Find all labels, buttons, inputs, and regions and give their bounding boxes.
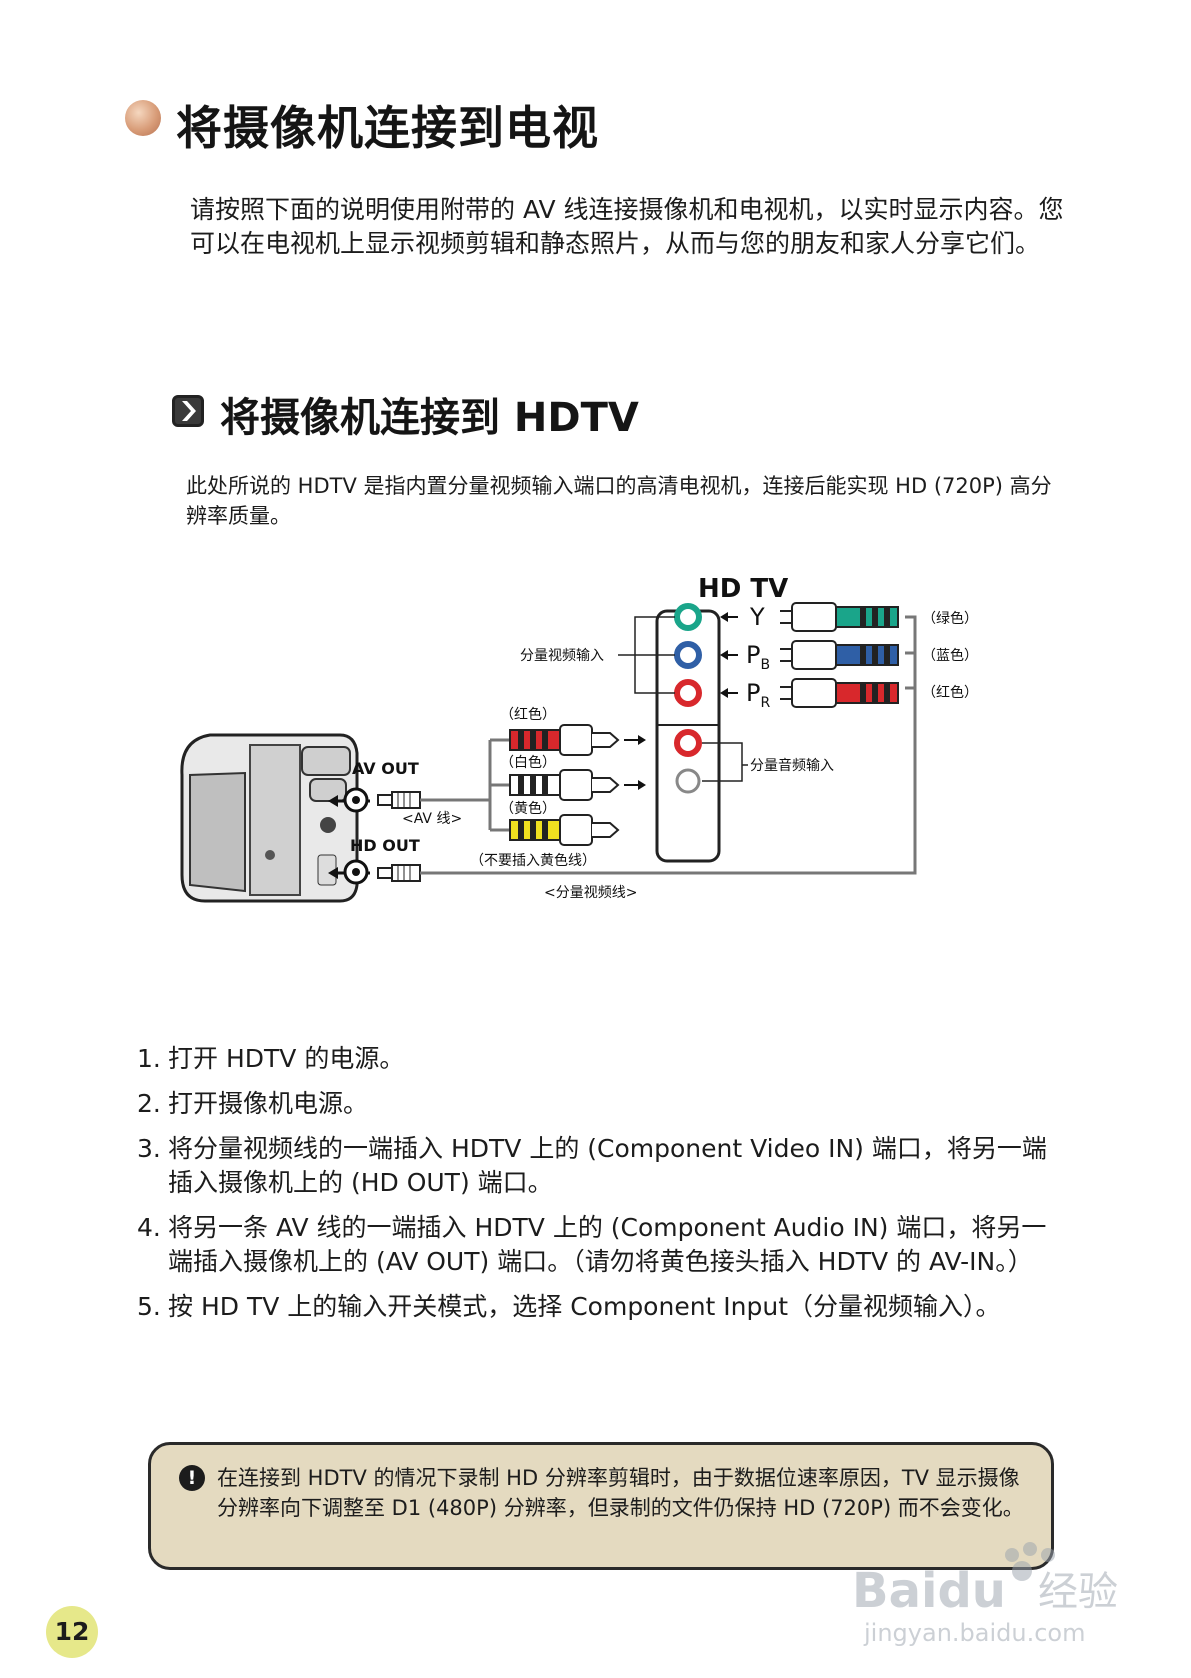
rca-plug-red	[509, 724, 646, 756]
rca-plug-white	[509, 769, 646, 801]
list-item: 4.将另一条 AV 线的一端插入 HDTV 上的 (Component Audi…	[137, 1213, 1047, 1276]
green-label: （绿色）	[922, 610, 978, 627]
component-cable-label: <分量视频线>	[544, 885, 637, 901]
component-audio-in-label: 分量音频输入	[750, 757, 834, 774]
y-jack-label: Y	[749, 603, 765, 631]
exclamation-icon: !	[179, 1465, 205, 1491]
rca-plug-yellow	[509, 814, 620, 846]
section-description: 此处所说的 HDTV 是指内置分量视频输入端口的高清电视机，连接后能实现 HD …	[186, 474, 1052, 528]
list-item: 1.打开 HDTV 的电源。	[137, 1044, 405, 1073]
hd-mini-plug	[377, 864, 421, 882]
camcorder-icon	[180, 733, 359, 903]
watermark-jingyan: 经验	[1038, 1569, 1118, 1615]
red-plug-label: （红色）	[500, 706, 556, 723]
av-mini-plug	[377, 791, 421, 809]
av-cable-label: <AV 线>	[402, 811, 462, 827]
red-label-right: （红色）	[922, 684, 978, 701]
note-text: 在连接到 HDTV 的情况下录制 HD 分辨率剪辑时，由于数据位速率原因，TV …	[217, 1466, 1024, 1520]
white-plug-label: （白色）	[500, 754, 556, 771]
svg-text:PR: PR	[746, 679, 770, 711]
pr-jack-subscript: R	[760, 695, 770, 711]
section-title: 将摄像机连接到 HDTV	[220, 395, 639, 441]
connection-diagram: AV OUT HD OUT <AV 线> <分量视频线>	[170, 575, 1090, 995]
svg-text:Baidu: Baidu	[852, 1563, 1006, 1619]
list-item: 3.将分量视频线的一端插入 HDTV 上的 (Component Video I…	[137, 1134, 1047, 1197]
tv-title: HD TV	[698, 575, 788, 604]
component-plug-green	[780, 602, 899, 632]
note-box: ! 在连接到 HDTV 的情况下录制 HD 分辨率剪辑时，由于数据位速率原因，T…	[148, 1442, 1054, 1570]
av-out-label: AV OUT	[352, 759, 419, 778]
watermark-brand: Bai	[852, 1563, 937, 1619]
pb-jack-label: P	[746, 641, 760, 669]
component-plug-blue	[780, 640, 899, 670]
no-yellow-note: （不要插入黄色线）	[470, 852, 596, 869]
watermark-url: jingyan.baidu.com	[863, 1619, 1085, 1647]
list-item: 5.按 HD TV 上的输入开关模式，选择 Component Input（分量…	[137, 1292, 1001, 1321]
page-title: 将摄像机连接到电视	[176, 101, 599, 155]
section-bullet-icon	[125, 100, 161, 136]
list-item: 2.打开摄像机电源。	[137, 1089, 369, 1118]
watermark-brand-du: du	[937, 1563, 1006, 1619]
chevron-right-icon	[172, 395, 204, 427]
paw-logo-icon	[1005, 1542, 1055, 1581]
svg-text:PB: PB	[746, 641, 770, 673]
baidu-watermark: Baidu 经验 jingyan.baidu.com	[852, 1535, 1152, 1655]
pb-jack-subscript: B	[760, 657, 770, 673]
page-number: 12	[46, 1606, 98, 1658]
pr-jack-label: P	[746, 679, 760, 707]
hd-out-label: HD OUT	[350, 836, 420, 855]
component-video-in-label: 分量视频输入	[520, 648, 604, 664]
yellow-plug-label: （黄色）	[500, 800, 556, 817]
blue-label: （蓝色）	[922, 647, 978, 664]
steps-list: 1.打开 HDTV 的电源。 2.打开摄像机电源。 3.将分量视频线的一端插入 …	[137, 1042, 1067, 1335]
component-plug-red	[780, 678, 899, 708]
intro-paragraph: 请按照下面的说明使用附带的 AV 线连接摄像机和电视机，以实时显示内容。您可以在…	[190, 195, 1064, 258]
